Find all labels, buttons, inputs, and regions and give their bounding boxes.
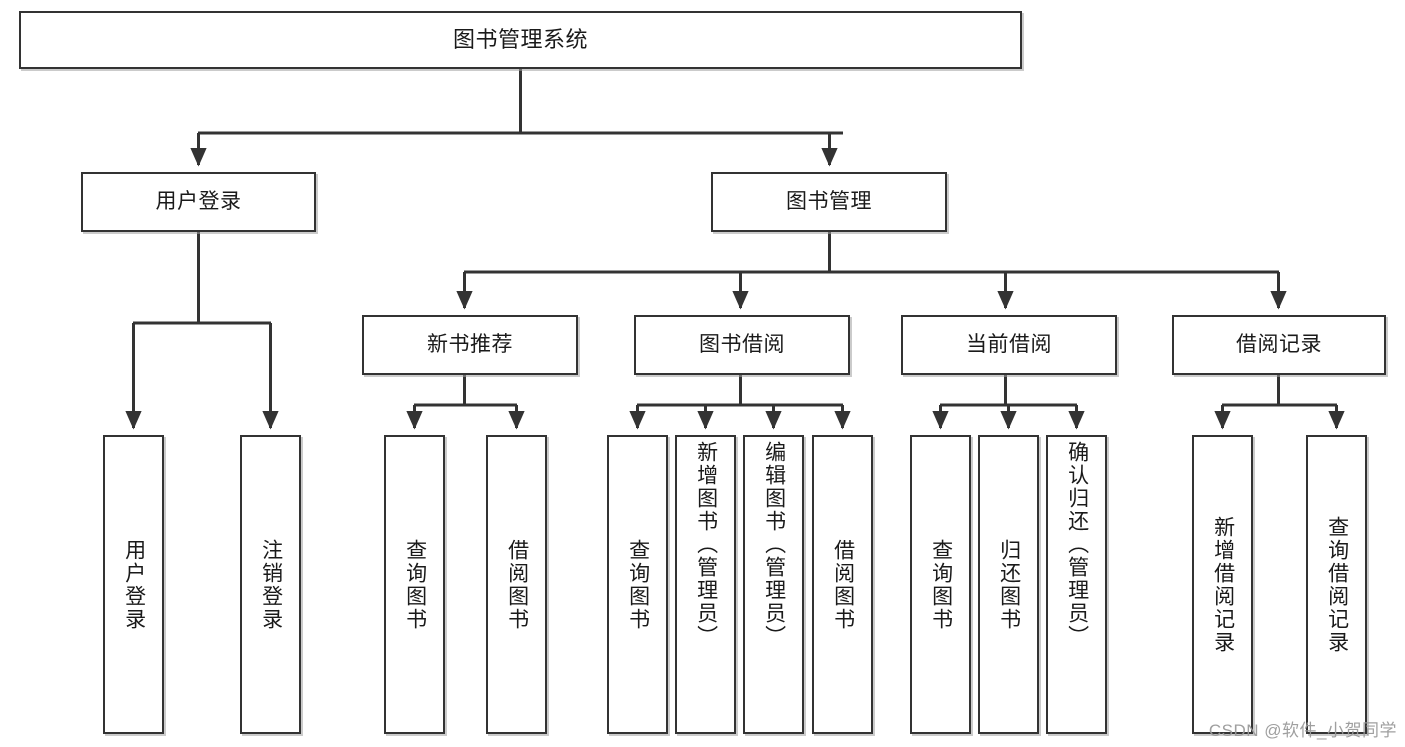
node-leaf-confirm-return-label: 确认归还（管理员） [1065, 441, 1089, 648]
node-user-login-label: 用户登录 [155, 189, 242, 213]
node-leaf-add-record[interactable]: 新增借阅记录 [1192, 435, 1253, 734]
node-leaf-add-book-label: 新增图书（管理员） [694, 441, 718, 648]
node-book-manage-label: 图书管理 [786, 189, 872, 213]
node-book-borrow[interactable]: 图书借阅 [634, 315, 850, 375]
node-book-manage[interactable]: 图书管理 [711, 172, 947, 232]
node-borrow-record-label: 借阅记录 [1236, 332, 1322, 356]
node-leaf-return-book-label: 归还图书 [997, 538, 1021, 631]
node-leaf-borrow-book-1-label: 借阅图书 [505, 538, 529, 631]
node-leaf-borrow-book-2-label: 借阅图书 [831, 538, 855, 631]
node-current-borrow-label: 当前借阅 [966, 332, 1052, 356]
node-leaf-edit-book-label: 编辑图书（管理员） [762, 441, 786, 648]
watermark-text: CSDN @软件_小贺同学 [1208, 721, 1397, 740]
node-leaf-query-record-label: 查询借阅记录 [1325, 515, 1349, 654]
node-leaf-user-login-label: 用户登录 [122, 538, 146, 631]
node-root-label: 图书管理系统 [452, 27, 588, 53]
node-leaf-return-book[interactable]: 归还图书 [978, 435, 1039, 734]
node-leaf-edit-book[interactable]: 编辑图书（管理员） [743, 435, 804, 734]
node-leaf-add-book[interactable]: 新增图书（管理员） [675, 435, 736, 734]
node-leaf-query-record[interactable]: 查询借阅记录 [1306, 435, 1367, 734]
node-leaf-user-login[interactable]: 用户登录 [103, 435, 164, 734]
node-leaf-borrow-book-1[interactable]: 借阅图书 [486, 435, 547, 734]
node-current-borrow[interactable]: 当前借阅 [901, 315, 1117, 375]
node-new-book-recommend-label: 新书推荐 [427, 332, 513, 356]
node-leaf-logout-login[interactable]: 注销登录 [240, 435, 301, 734]
node-leaf-confirm-return[interactable]: 确认归还（管理员） [1046, 435, 1107, 734]
node-new-book-recommend[interactable]: 新书推荐 [362, 315, 578, 375]
node-leaf-add-record-label: 新增借阅记录 [1211, 515, 1235, 654]
node-borrow-record[interactable]: 借阅记录 [1172, 315, 1386, 375]
node-root[interactable]: 图书管理系统 [19, 11, 1022, 69]
node-leaf-query-book-1[interactable]: 查询图书 [384, 435, 445, 734]
node-leaf-query-book-2-label: 查询图书 [626, 538, 650, 631]
node-leaf-query-book-3-label: 查询图书 [929, 538, 953, 631]
node-leaf-logout-login-label: 注销登录 [259, 538, 283, 631]
node-user-login[interactable]: 用户登录 [81, 172, 316, 232]
node-leaf-borrow-book-2[interactable]: 借阅图书 [812, 435, 873, 734]
node-book-borrow-label: 图书借阅 [699, 332, 785, 356]
node-leaf-query-book-3[interactable]: 查询图书 [910, 435, 971, 734]
node-leaf-query-book-1-label: 查询图书 [403, 538, 427, 631]
node-leaf-query-book-2[interactable]: 查询图书 [607, 435, 668, 734]
